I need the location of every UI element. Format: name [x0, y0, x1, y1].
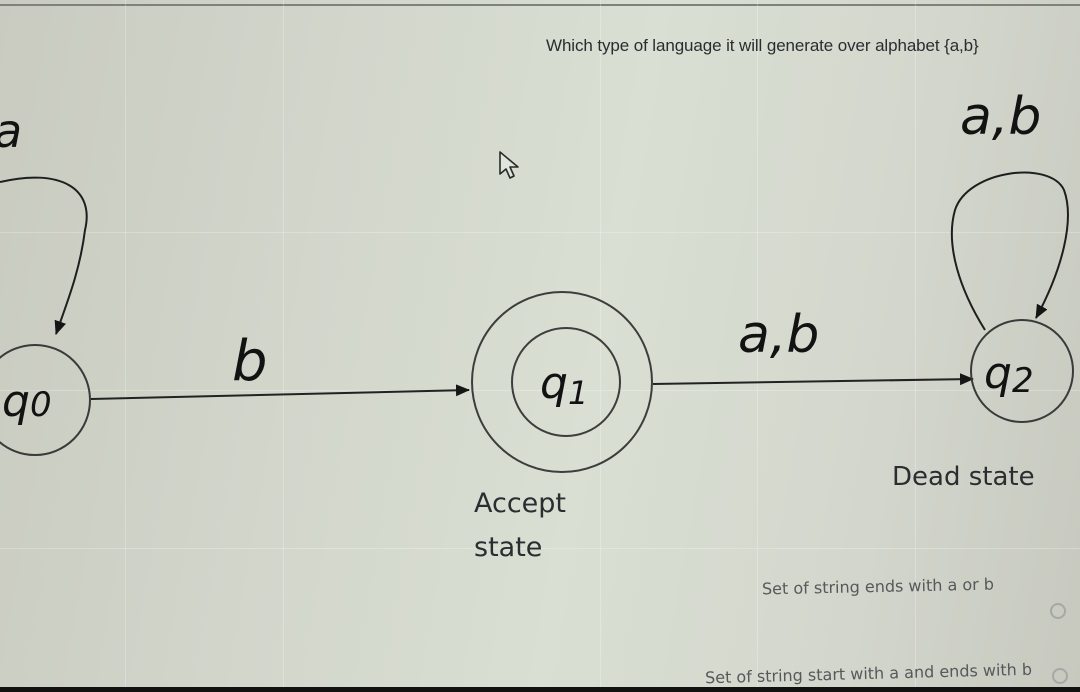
state-q1-inner-circle: [511, 327, 621, 437]
transition-q1-q2-arrow: [652, 373, 974, 386]
accept-state-caption-line2: state: [474, 532, 543, 563]
state-q2-label: q2: [984, 348, 1034, 401]
state-q0-circle: [0, 344, 91, 456]
screen-grid-line: [0, 232, 1080, 233]
screen-grid-line: [600, 0, 601, 692]
answer-option-1-radio[interactable]: [1050, 603, 1066, 619]
dead-state-caption: Dead state: [892, 462, 1035, 492]
screen-grid-line: [283, 0, 284, 692]
transition-q0-q1-label: b: [232, 329, 268, 394]
answer-option-2-radio[interactable]: [1052, 668, 1068, 684]
accept-state-caption: Accept state: [474, 482, 566, 570]
state-q0-label: q0: [2, 376, 52, 427]
bottom-edge: [0, 687, 1080, 692]
screen-grid-line: [0, 548, 1080, 549]
q0-loop-label: a: [0, 104, 22, 158]
top-divider: [0, 4, 1080, 6]
screen-grid-line: [915, 0, 916, 692]
transition-q1-q2-label: a,b: [738, 305, 819, 365]
q2-loop-label: a,b: [960, 87, 1041, 147]
screen-grid-line: [0, 390, 1080, 391]
mouse-cursor-icon: [499, 151, 519, 179]
screen-grid-line: [757, 0, 758, 692]
state-q1-label: q1: [540, 358, 588, 412]
question-text: Which type of language it will generate …: [546, 36, 979, 55]
q0-self-loop-arrow: [0, 176, 88, 335]
screen-grid-line: [125, 0, 126, 692]
state-q2-circle: [970, 319, 1074, 423]
state-q1-outer-circle: [471, 291, 653, 473]
transition-q0-q1-arrow: [90, 384, 470, 400]
accept-state-caption-line1: Accept: [474, 488, 567, 519]
q2-self-loop-arrow: [950, 171, 1069, 331]
